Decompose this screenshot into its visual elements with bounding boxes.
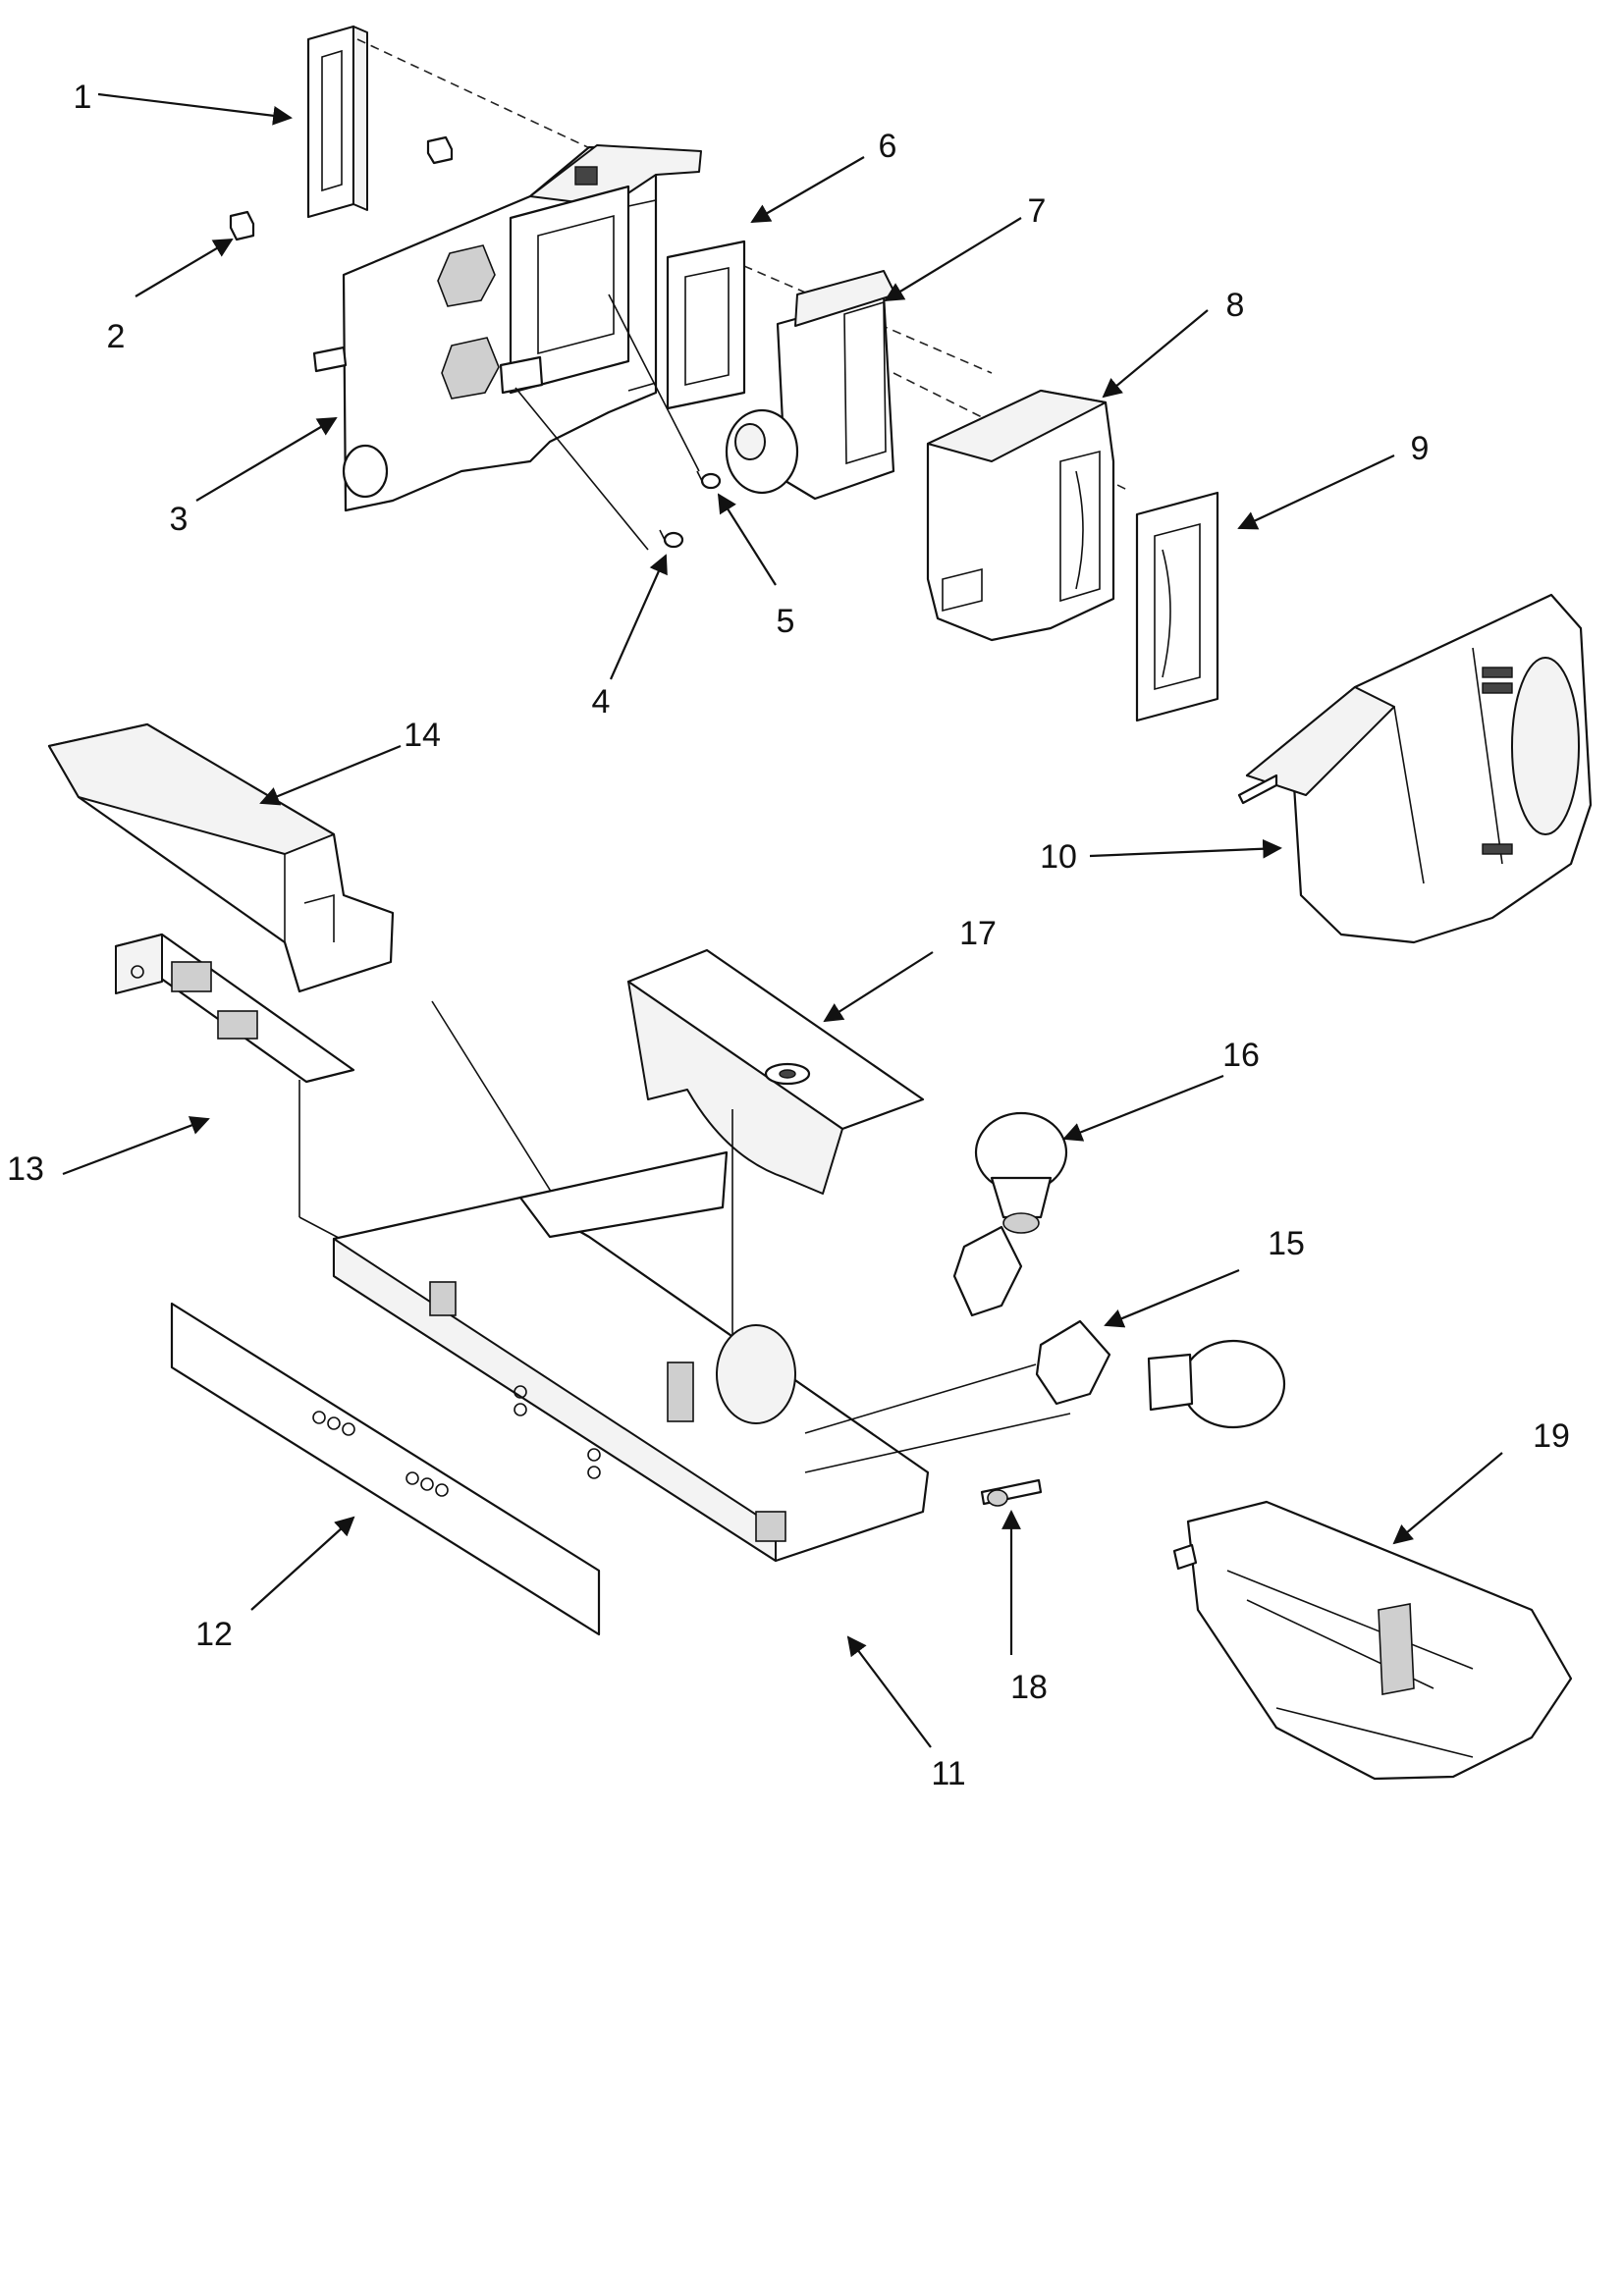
part-15-socket [952, 1225, 1111, 1406]
part-17-top-plate [626, 948, 925, 1195]
part-10-dispenser-cover [1237, 593, 1593, 944]
part-16-bulb [974, 1111, 1286, 1429]
callout-11: 11 [931, 1755, 965, 1792]
callout-13: 13 [7, 1150, 44, 1188]
callout-14: 14 [404, 717, 441, 754]
part-4-screw [659, 529, 684, 549]
callout-8: 8 [1226, 287, 1245, 324]
callout-19: 19 [1533, 1417, 1570, 1455]
part-13-circuit-board [114, 933, 355, 1084]
callout-6: 6 [879, 128, 897, 165]
callout-18: 18 [1010, 1669, 1048, 1706]
part-2-clip [229, 135, 454, 241]
part-6-gasket [666, 240, 746, 410]
callout-labels: 1 2 3 4 5 6 7 8 9 10 11 12 13 14 15 16 1… [7, 79, 1570, 1792]
part-12-decal [170, 1302, 601, 1636]
part-14-top-cover [47, 722, 395, 993]
callout-5: 5 [777, 603, 795, 640]
part-8-housing-block [926, 389, 1115, 642]
part-9-frame [1135, 491, 1219, 722]
callout-3: 3 [170, 501, 189, 538]
callout-9: 9 [1411, 430, 1430, 467]
part-3-housing [312, 144, 702, 512]
callout-2: 2 [107, 318, 126, 355]
callout-17: 17 [959, 915, 997, 952]
callout-12: 12 [195, 1616, 233, 1653]
callout-leaders [62, 92, 1503, 1748]
part-11-panel-housing [332, 1150, 930, 1563]
callout-15: 15 [1268, 1225, 1305, 1262]
part-7-motor [725, 270, 896, 501]
callout-4: 4 [592, 683, 611, 721]
callout-16: 16 [1222, 1037, 1260, 1074]
part-18-pin [980, 1478, 1043, 1507]
part-5-screw [696, 470, 722, 490]
callout-1: 1 [74, 79, 92, 116]
callout-7: 7 [1028, 192, 1047, 230]
callout-10: 10 [1040, 838, 1077, 876]
part-1-seal [306, 25, 368, 219]
part-19-drip-tray [1172, 1500, 1573, 1781]
